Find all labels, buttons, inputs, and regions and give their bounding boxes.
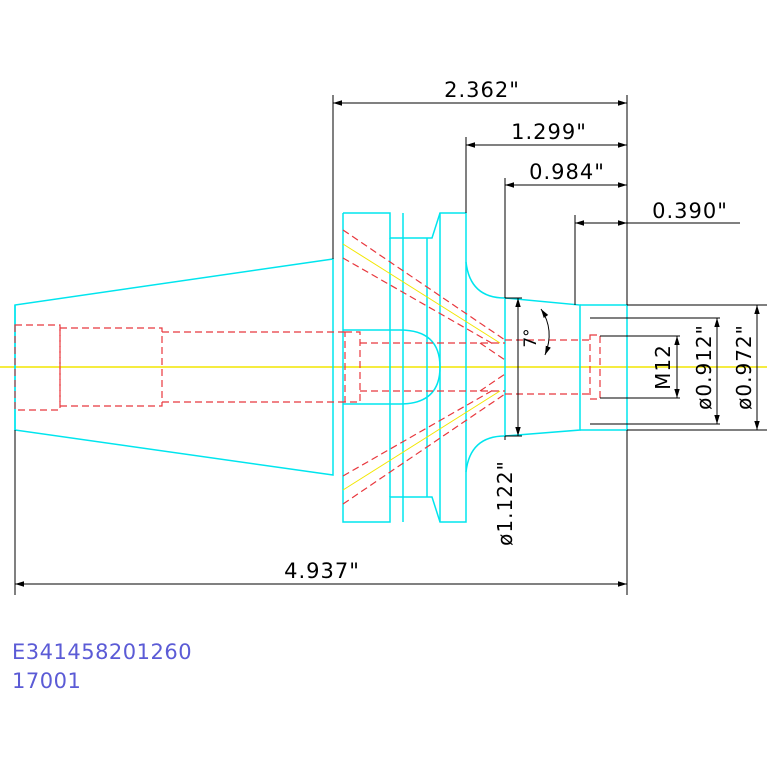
dimensions [14,95,767,595]
v-groove-outline [403,212,467,523]
coolant-channel-1 [342,229,506,341]
dim-text-0972: ø0.972" [732,324,756,410]
drawbar-pocket [344,331,361,403]
drill-point-bottom [479,373,506,392]
coolant-axis-top [342,243,501,344]
coolant-channel-3 [342,393,506,505]
dim-text-1122: ø1.122" [493,460,517,546]
coolant-channel-4 [342,388,496,477]
nose-outline [580,304,628,431]
dim-text-4937: 4.937" [284,559,360,583]
neck-fillet-top [465,261,506,299]
drawing-code: 17001 [12,669,82,693]
coolant-centerlines [342,243,501,491]
angle-arc [540,308,551,356]
thread-counterbore [589,334,601,400]
dim-text-0984: 0.984" [529,160,605,184]
rear-bore [59,327,163,407]
dim-text-2362: 2.362" [444,78,520,102]
dim-text-1299: 1.299" [511,120,587,144]
coolant-axis-bottom [342,390,501,491]
dim-text-m12: M12 [651,344,675,390]
coolant-channel-2 [342,257,496,346]
part-number: E341458201260 [12,640,193,664]
dim-text-0390: 0.390" [652,199,728,223]
rear-pocket [14,324,61,411]
inner-bore-outline [343,329,441,405]
nose-taper-outline [504,297,581,437]
drill-point-top [479,342,506,361]
dim-text-angle: 7° [521,328,541,347]
part-outline [14,212,628,523]
neck-fillet-bottom [465,435,506,473]
dim-text-0912: ø0.912" [692,324,716,410]
